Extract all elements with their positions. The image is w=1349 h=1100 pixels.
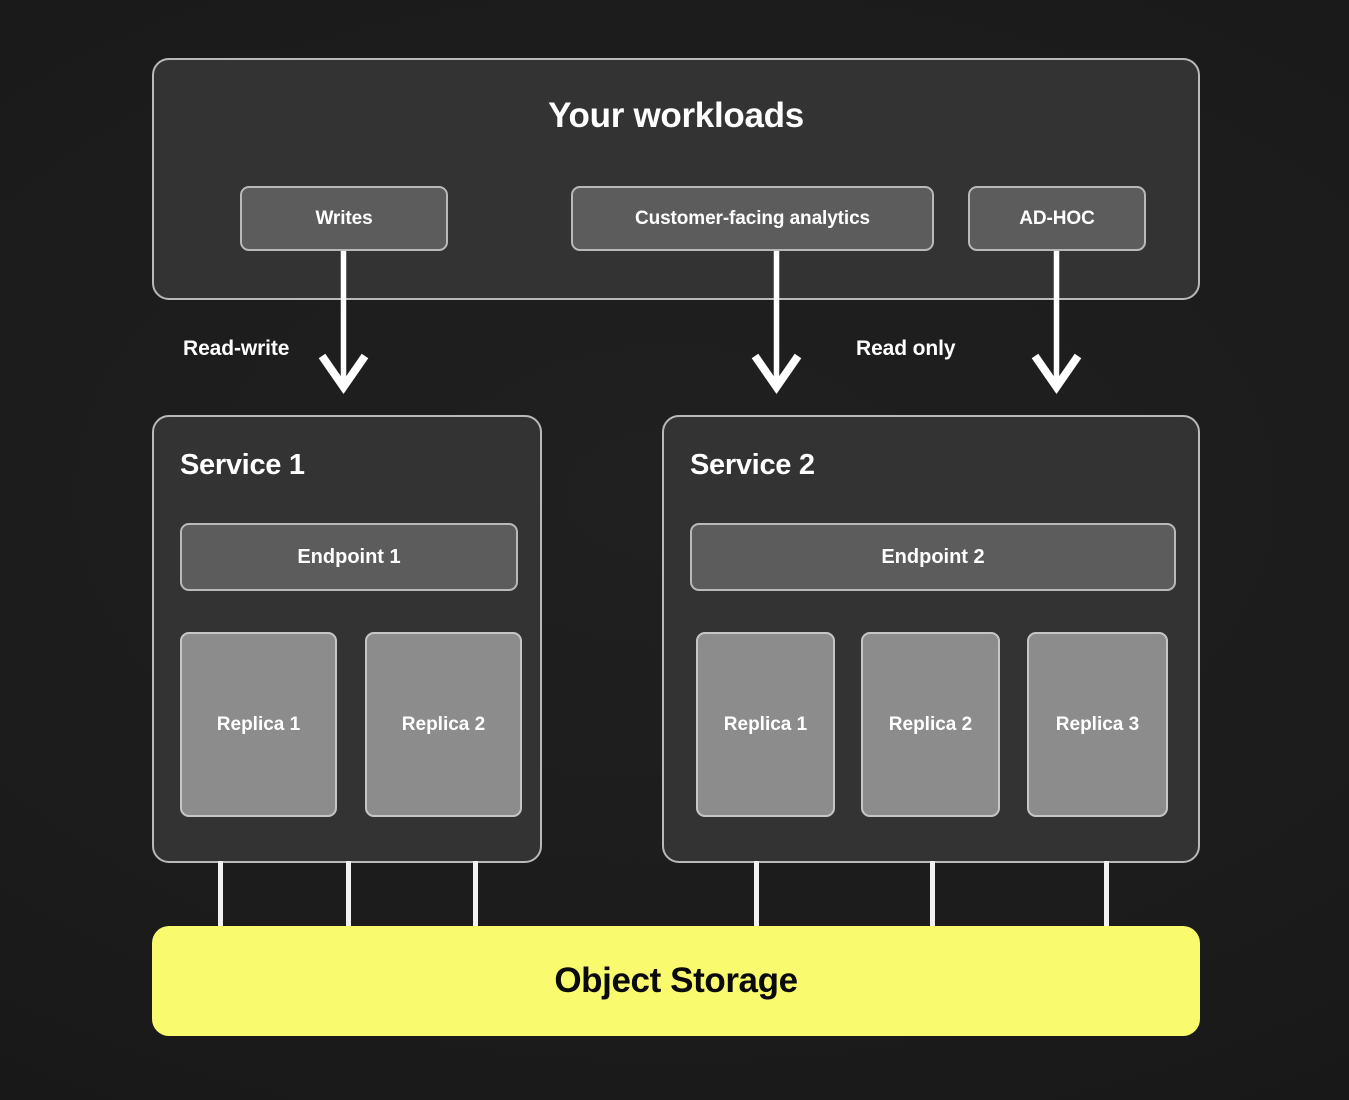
connector-service1-c [473, 861, 478, 928]
connector-service2-a [754, 861, 759, 928]
service-1-endpoint[interactable]: Endpoint 1 [180, 523, 518, 591]
service-2-replica-3[interactable]: Replica 3 [1027, 632, 1168, 817]
flow-label-read-only: Read only [856, 337, 956, 360]
connector-service1-a [218, 861, 223, 928]
workload-chip-writes[interactable]: Writes [240, 186, 448, 251]
service-panel-1: Service 1 Endpoint 1 Replica 1 Replica 2 [152, 415, 542, 863]
flow-label-read-write: Read-write [183, 337, 290, 360]
object-storage-label: Object Storage [554, 961, 798, 1000]
service-2-replica-2[interactable]: Replica 2 [861, 632, 1000, 817]
service-panel-2: Service 2 Endpoint 2 Replica 1 Replica 2… [662, 415, 1200, 863]
service-1-replica-2[interactable]: Replica 2 [365, 632, 522, 817]
service-2-endpoint[interactable]: Endpoint 2 [690, 523, 1176, 591]
service-1-title: Service 1 [180, 449, 305, 481]
object-storage-panel: Object Storage [152, 926, 1200, 1036]
connector-service2-c [1104, 861, 1109, 928]
connector-service1-b [346, 861, 351, 928]
workloads-title: Your workloads [548, 96, 804, 135]
service-1-replica-1[interactable]: Replica 1 [180, 632, 337, 817]
connector-service2-b [930, 861, 935, 928]
service-2-title: Service 2 [690, 449, 815, 481]
workload-chip-customer-facing-analytics[interactable]: Customer-facing analytics [571, 186, 934, 251]
service-2-replica-1[interactable]: Replica 1 [696, 632, 835, 817]
workloads-panel: Your workloads [152, 58, 1200, 300]
workload-chip-ad-hoc[interactable]: AD-HOC [968, 186, 1146, 251]
